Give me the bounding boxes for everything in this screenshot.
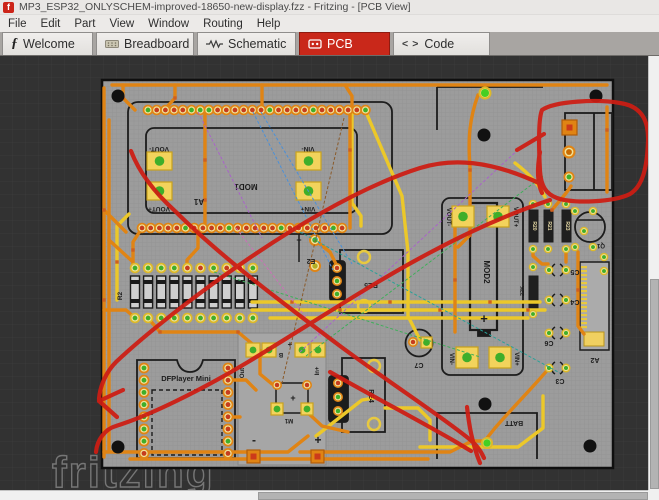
svg-text:C3: C3: [555, 377, 564, 384]
svg-text:MOD2: MOD2: [482, 260, 491, 284]
svg-text:R2: R2: [117, 291, 124, 300]
svg-text:B: B: [278, 351, 283, 357]
vertical-scrollbar-thumb[interactable]: [650, 279, 659, 489]
svg-text:R20: R20: [531, 221, 537, 230]
tab-pcb[interactable]: PCB: [299, 32, 390, 55]
svg-text:Out-: Out-: [240, 366, 246, 378]
title-bar: f MP3_ESP32_ONLYSCHEM-improved-18650-new…: [0, 0, 659, 15]
svg-text:VOUT-: VOUT-: [445, 208, 451, 226]
horizontal-scrollbar[interactable]: [0, 490, 648, 500]
svg-text:VOUT-: VOUT-: [149, 145, 169, 152]
silkscreen-labels: VOUT-VOUT+VIN-VIN+MOD1A1E2+RE5RE4C7MOD2+…: [117, 145, 605, 447]
svg-text:R21: R21: [546, 221, 552, 230]
svg-text:M1: M1: [284, 417, 293, 423]
vertical-scrollbar[interactable]: [648, 56, 659, 490]
view-tab-bar: ƒ Welcome Breadboard Schematic PCB < > C…: [0, 32, 659, 56]
svg-text:DFPlayer Mini: DFPlayer Mini: [161, 374, 211, 383]
menu-help[interactable]: Help: [256, 17, 281, 30]
svg-text:+: +: [314, 433, 321, 447]
window-title: MP3_ESP32_ONLYSCHEM-improved-18650-new-d…: [19, 1, 411, 13]
menu-view[interactable]: View: [109, 17, 135, 30]
svg-text:R23: R23: [564, 221, 570, 230]
svg-text:A2: A2: [590, 356, 599, 363]
fritzing-f-icon: ƒ: [11, 36, 18, 51]
menu-window[interactable]: Window: [148, 17, 190, 30]
svg-text:+: +: [288, 340, 293, 349]
svg-text:+: +: [480, 311, 488, 326]
svg-text:+: +: [296, 235, 301, 245]
svg-text:VIN+: VIN+: [300, 205, 315, 212]
annotation-ink: [93, 98, 648, 466]
svg-text:C7: C7: [414, 361, 423, 368]
svg-text:VOUT+: VOUT+: [512, 207, 518, 228]
svg-text:VIN+: VIN+: [513, 352, 519, 366]
code-brackets-icon: < >: [402, 38, 420, 50]
tab-welcome[interactable]: ƒ Welcome: [2, 32, 93, 55]
schematic-waveform-icon: [206, 39, 223, 49]
horizontal-scrollbar-thumb[interactable]: [258, 492, 648, 500]
svg-text:-: -: [252, 433, 256, 447]
svg-text:C5: C5: [570, 268, 579, 275]
menu-edit[interactable]: Edit: [40, 17, 61, 30]
pads: [111, 86, 609, 464]
svg-text:C4: C4: [570, 298, 579, 305]
svg-text:C6: C6: [544, 339, 553, 346]
svg-text:VIN-: VIN-: [448, 353, 454, 365]
tab-code[interactable]: < > Code: [393, 32, 490, 55]
svg-text:22K: 22K: [520, 286, 526, 296]
svg-text:Q1: Q1: [596, 242, 605, 248]
tab-schematic[interactable]: Schematic: [197, 32, 296, 55]
tab-breadboard[interactable]: Breadboard: [96, 32, 194, 55]
svg-text:BATT: BATT: [504, 419, 523, 426]
scrollbar-corner: [648, 490, 659, 500]
menu-routing[interactable]: Routing: [203, 17, 243, 30]
pcb-canvas[interactable]: fritzingVOUT-VOUT+VIN-VIN+MOD1A1E2+RE5RE…: [0, 56, 648, 490]
svg-text:+: +: [290, 393, 295, 403]
breadboard-icon: [105, 39, 119, 49]
menu-part[interactable]: Part: [74, 17, 96, 30]
svg-text:VOUT+: VOUT+: [148, 205, 170, 212]
svg-text:VIN-: VIN-: [302, 145, 315, 152]
pcb-board-icon: [308, 39, 322, 49]
svg-text:MOD1: MOD1: [234, 182, 258, 191]
svg-text:A1: A1: [193, 197, 204, 206]
app-icon: f: [3, 1, 14, 13]
menu-bar: File Edit Part View Window Routing Help: [0, 15, 659, 32]
svg-text:In+: In+: [315, 366, 321, 375]
menu-file[interactable]: File: [8, 17, 27, 30]
